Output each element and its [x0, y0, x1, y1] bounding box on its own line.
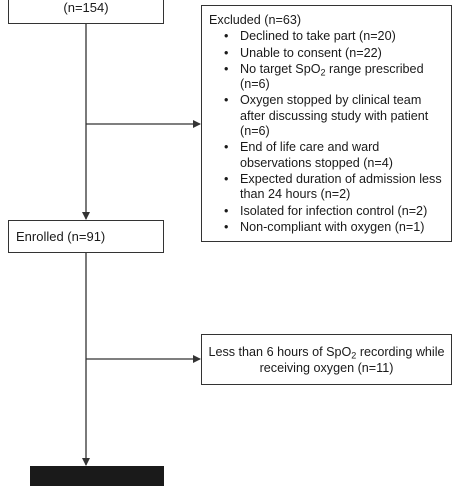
- enrolled-box: Enrolled (n=91): [8, 220, 164, 253]
- excluded-reason-text: Declined to take part (n=20): [240, 29, 396, 44]
- insufficient-recording-box: Less than 6 hours of SpO2 recording whil…: [201, 334, 452, 385]
- excluded-title: Excluded (n=63): [209, 13, 302, 27]
- insufficient-recording-label: Less than 6 hours of SpO2 recording whil…: [208, 345, 445, 375]
- excluded-reason-text: No target SpO2 range prescribed (n=6): [240, 61, 424, 92]
- excluded-reason-item: •End of life care and ward observations …: [224, 140, 393, 170]
- excluded-reason-item: •Expected duration of admission less tha…: [224, 171, 442, 202]
- excluded-reason-item: •Unable to consent (n=22): [224, 45, 382, 60]
- excluded-reason-text: Expected duration of admission less than…: [240, 171, 442, 202]
- excluded-reason-text: Non-compliant with oxygen (n=1): [240, 219, 425, 234]
- excluded-reason-item: •Declined to take part (n=20): [224, 29, 396, 44]
- excluded-reason-item: •No target SpO2 range prescribed (n=6): [224, 61, 424, 92]
- analysed-box: [30, 466, 164, 486]
- excluded-reason-item: •Isolated for infection control (n=2): [224, 203, 428, 218]
- excluded-reason-item: •Oxygen stopped by clinical team after d…: [224, 93, 429, 139]
- excluded-reasons-list: •Declined to take part (n=20) •Unable to…: [209, 29, 445, 235]
- excluded-reason-text: End of life care and ward observations s…: [240, 140, 393, 170]
- excluded-reason-text: Isolated for infection control (n=2): [240, 203, 428, 218]
- flow-connectors: [82, 24, 201, 466]
- screened-box-label: (n=154): [63, 0, 109, 15]
- excluded-reason-text: Oxygen stopped by clinical team after di…: [240, 93, 429, 139]
- excluded-box: Excluded (n=63) •Declined to take part (…: [201, 5, 452, 242]
- enrolled-label: Enrolled (n=91): [16, 229, 106, 244]
- screened-box: (n=154): [8, 0, 164, 24]
- excluded-reason-item: •Non-compliant with oxygen (n=1): [224, 219, 425, 234]
- excluded-reason-text: Unable to consent (n=22): [240, 45, 382, 60]
